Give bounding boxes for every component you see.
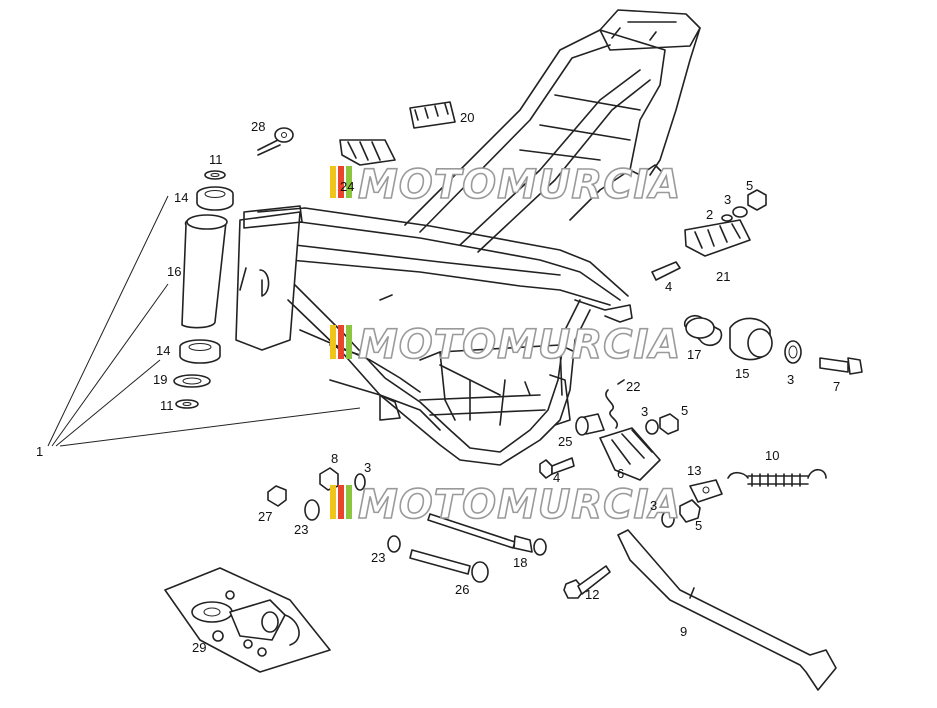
- callout-21: 21: [716, 269, 730, 284]
- callout-7: 7: [833, 379, 840, 394]
- callout-4: 4: [553, 470, 560, 485]
- bracket-13-part: [661, 479, 723, 528]
- frame: [235, 9, 701, 466]
- callout-17: 17: [687, 347, 701, 362]
- callout-3: 3: [641, 404, 648, 419]
- spring-22-part: [605, 379, 625, 429]
- callout-5: 5: [695, 518, 702, 533]
- callout-14: 14: [174, 190, 188, 205]
- watermark-stripe: [338, 325, 344, 359]
- callout-8: 8: [331, 451, 338, 466]
- watermark-middle: MOTOMURCIA: [330, 321, 681, 369]
- callout-23: 23: [294, 522, 308, 537]
- leader-lines-1: [47, 195, 361, 447]
- callout-13: 13: [687, 463, 701, 478]
- watermark-text: MOTOMURCIA: [358, 322, 681, 368]
- watermark-stripe: [330, 325, 336, 359]
- nut-parts: [267, 467, 366, 521]
- callout-3: 3: [364, 460, 371, 475]
- callout-3: 3: [724, 192, 731, 207]
- footpeg-6-part: [575, 413, 679, 481]
- small-parts-bag: [164, 567, 331, 673]
- callout-12: 12: [585, 587, 599, 602]
- callout-22: 22: [626, 379, 640, 394]
- callout-14: 14: [156, 343, 170, 358]
- callout-29: 29: [192, 640, 206, 655]
- steering-bearing-stack: [173, 170, 234, 409]
- footpeg-21-part: [651, 189, 767, 281]
- callout-3: 3: [787, 372, 794, 387]
- callout-16: 16: [167, 264, 181, 279]
- bushing-parts: [683, 315, 863, 375]
- callout-15: 15: [735, 366, 749, 381]
- callout-19: 19: [153, 372, 167, 387]
- callout-20: 20: [460, 110, 474, 125]
- watermark-bottom: MOTOMURCIA: [330, 481, 681, 529]
- callout-11: 11: [209, 152, 223, 167]
- callout-27: 27: [258, 509, 272, 524]
- watermark-stripe: [330, 485, 336, 519]
- callout-2: 2: [706, 207, 713, 222]
- watermark-stripe: [338, 485, 344, 519]
- footpeg-24-part: [339, 139, 396, 166]
- callout-18: 18: [513, 555, 527, 570]
- callout-11: 11: [160, 398, 174, 413]
- key-part: [257, 127, 294, 156]
- callout-5: 5: [681, 403, 688, 418]
- spring-10-part: [727, 468, 827, 487]
- callout-6: 6: [617, 466, 624, 481]
- bolt-parts: [387, 457, 611, 599]
- callout-3: 3: [650, 498, 657, 513]
- callout-10: 10: [765, 448, 779, 463]
- watermark-stripe: [346, 325, 352, 359]
- watermark-top: MOTOMURCIA: [330, 161, 681, 209]
- watermark-stripe: [346, 166, 352, 198]
- callout-1: 1: [36, 444, 43, 459]
- callout-4: 4: [665, 279, 672, 294]
- callout-24: 24: [340, 179, 354, 194]
- callout-28: 28: [251, 119, 265, 134]
- callout-5: 5: [746, 178, 753, 193]
- side-stand-part: [617, 529, 837, 691]
- callout-9: 9: [680, 624, 687, 639]
- callout-25: 25: [558, 434, 572, 449]
- callout-23: 23: [371, 550, 385, 565]
- footpeg-top-part: [409, 101, 456, 129]
- watermark-stripe: [338, 166, 344, 198]
- watermark-stripe: [330, 166, 336, 198]
- watermark-text: MOTOMURCIA: [358, 482, 681, 528]
- watermark-text: MOTOMURCIA: [358, 162, 681, 208]
- watermark-stripe: [346, 485, 352, 519]
- callout-26: 26: [455, 582, 469, 597]
- callout-labels: 1 2 3 3 3 3 3 4 4 5 5 5 6 7 8 9 10 11 11…: [36, 110, 840, 655]
